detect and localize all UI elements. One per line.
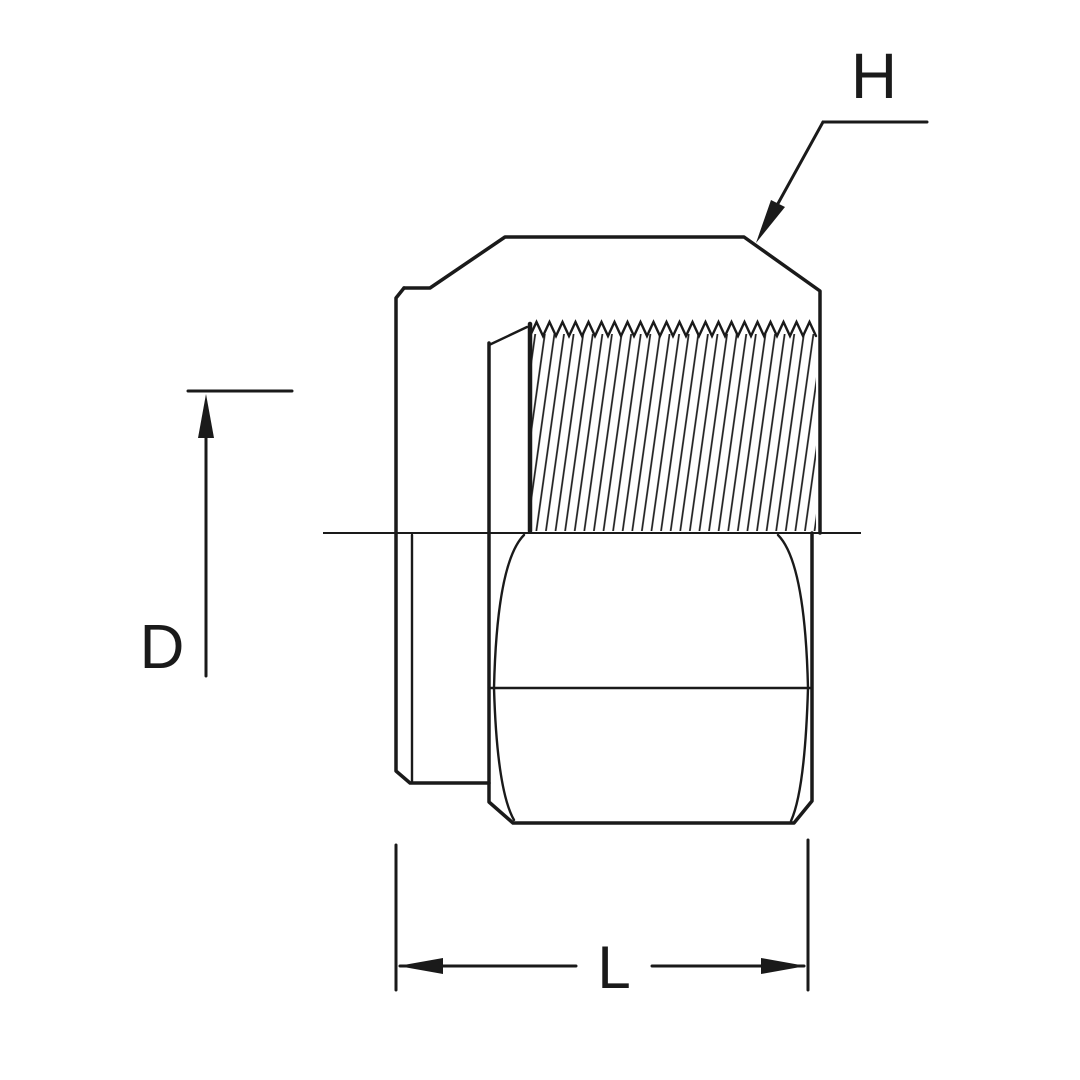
hex-outline [487,341,814,825]
dimension-l: L [394,838,810,1001]
body-top-outline [402,235,822,535]
thread-crest-profile [528,319,818,339]
hex-chamfer-arc-left-upper [492,533,526,690]
dimension-l-arrowhead-right [761,958,806,974]
dimension-h-arrowhead [756,200,785,243]
hex-chamfer-arc-left-lower [492,686,516,822]
collar-outline [394,286,491,785]
nut-body [323,235,861,825]
dimension-l-arrowhead-left [398,958,443,974]
dimension-d-arrowhead [198,394,214,438]
dimension-l-label: L [597,934,630,1001]
hex-chamfer-arc-right-upper [776,533,810,690]
dimension-d-label: D [140,613,185,682]
hex-chamfer-arc-right-lower [789,686,810,823]
dimension-h: H [756,40,929,243]
dimension-h-label: H [851,40,897,112]
thread-hatch-area [530,334,816,531]
thread-lead-chamfer [487,325,529,347]
dimension-h-leader-line [768,120,825,220]
dimension-d: D [140,389,294,682]
